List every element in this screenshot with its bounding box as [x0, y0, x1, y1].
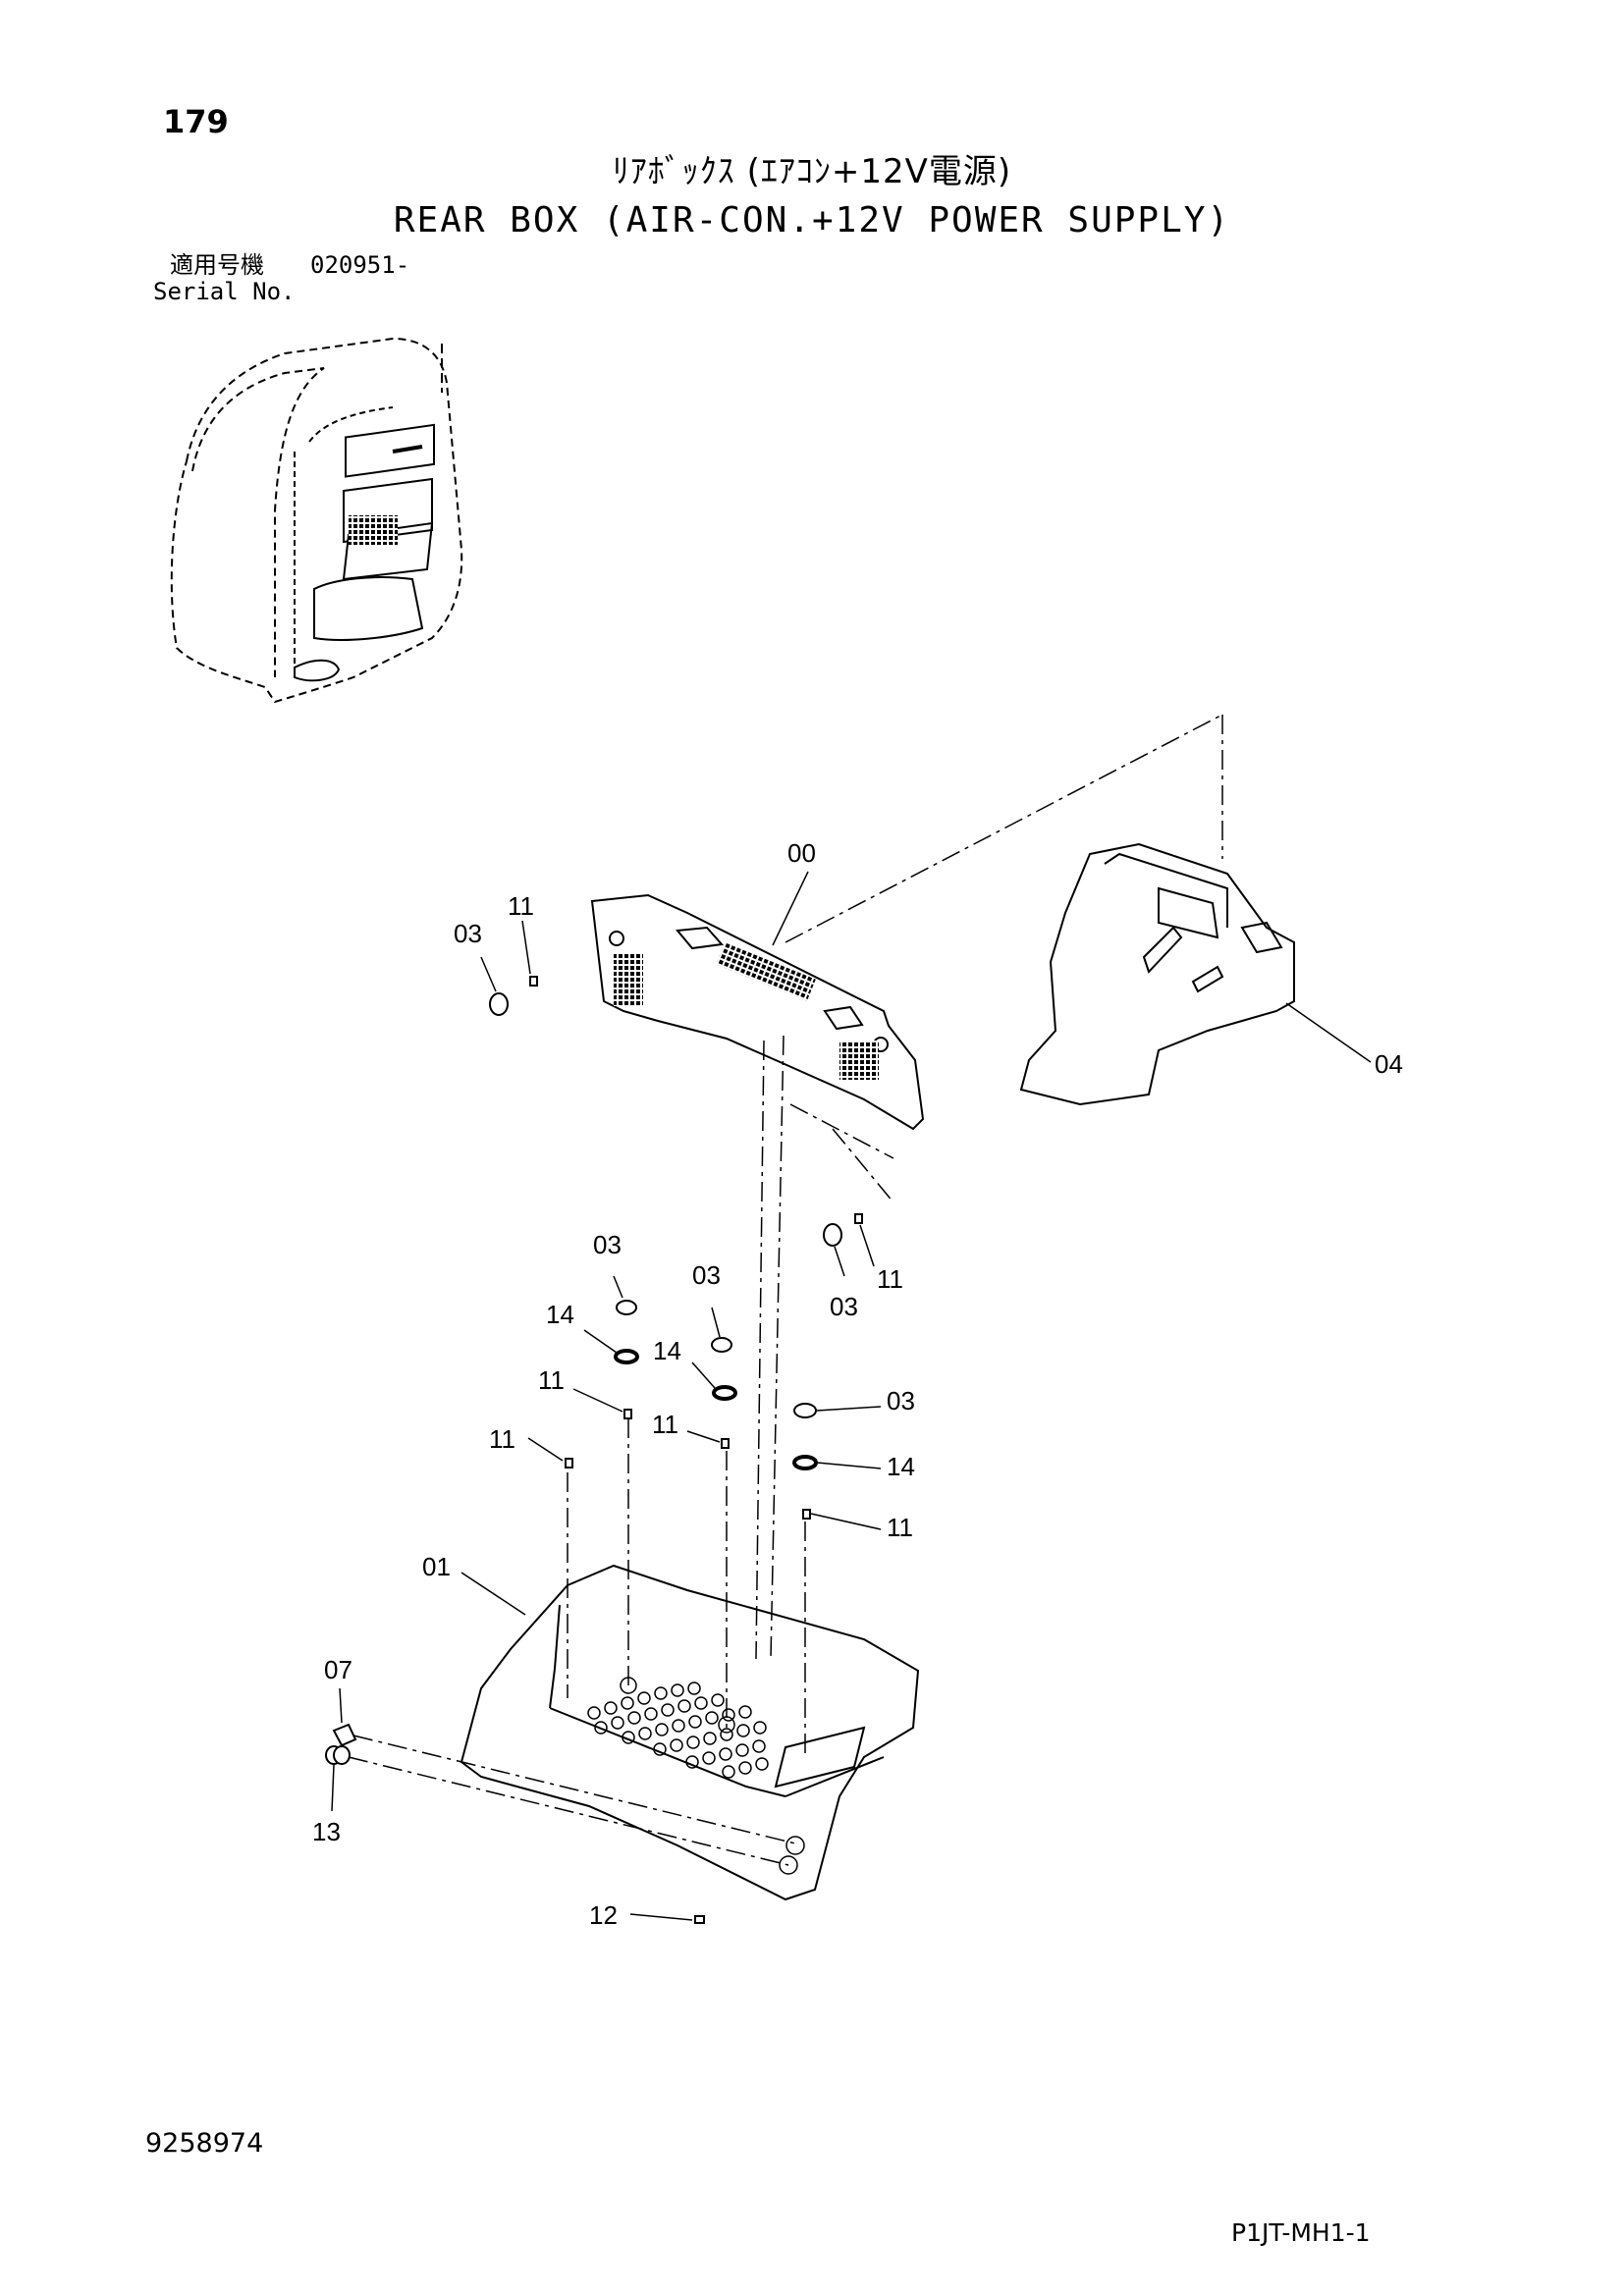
assembly-lines: [348, 714, 1223, 1866]
page-title-english: REAR BOX (AIR-CON.+12V POWER SUPPLY): [393, 200, 1231, 240]
callout-11-center: 11: [652, 1410, 678, 1439]
upper-panel-center-mesh: [716, 942, 816, 1001]
callout-14-right: 14: [887, 1452, 915, 1481]
callout-14-center: 14: [653, 1336, 681, 1365]
cab-overview-illustration: [170, 337, 463, 704]
callout-03-center-right: 03: [692, 1260, 721, 1290]
callout-01: 01: [422, 1552, 451, 1581]
rear-panel-upper-part-00: [590, 893, 925, 1131]
serial-label-japanese: 適用号機: [170, 251, 264, 279]
rear-box-lower-part-01: [460, 1564, 920, 1901]
page-number: 179: [163, 103, 229, 140]
callout-04: 04: [1375, 1049, 1403, 1079]
callout-12: 12: [589, 1900, 618, 1930]
page-title-japanese: ﾘｱﾎﾞｯｸｽ (ｴｱｺﾝ+12V電源): [612, 152, 1012, 191]
cab-mesh-detail: [349, 515, 398, 545]
side-bracket-part-04: [1019, 842, 1295, 1106]
callout-11-far-left: 11: [489, 1424, 515, 1454]
callout-00: 00: [787, 838, 816, 868]
callout-07: 07: [324, 1655, 352, 1684]
caps-part-03: [489, 992, 842, 1418]
plug-part-13: [325, 1745, 351, 1765]
callout-03-upper-left: 03: [454, 919, 482, 948]
leader-lines: [331, 871, 1372, 1921]
serial-value: 020951-: [310, 251, 410, 279]
callout-11-left: 11: [538, 1365, 565, 1395]
upper-panel-right-mesh: [839, 1041, 879, 1080]
screws-part-11: [529, 976, 863, 1520]
callout-11-upper-left: 11: [508, 891, 534, 921]
callout-03-right-upper: 03: [830, 1292, 858, 1321]
upper-panel-left-mesh: [614, 952, 643, 1006]
callout-11-right-upper: 11: [877, 1264, 903, 1294]
callout-14-left: 14: [546, 1300, 574, 1329]
lower-box-holes: [587, 1677, 805, 1875]
socket-part-07: [332, 1723, 357, 1747]
callout-03-center-left: 03: [593, 1230, 622, 1259]
rings-part-14: [614, 1349, 818, 1470]
callout-03-right-lower: 03: [887, 1386, 915, 1415]
document-number: 9258974: [145, 2128, 264, 2159]
callout-11-right-lower: 11: [887, 1513, 913, 1542]
serial-label-english: Serial No.: [153, 278, 296, 305]
screw-part-12: [694, 1915, 705, 1924]
page-code: P1JT-MH1-1: [1231, 2218, 1371, 2247]
callout-13: 13: [312, 1817, 341, 1846]
